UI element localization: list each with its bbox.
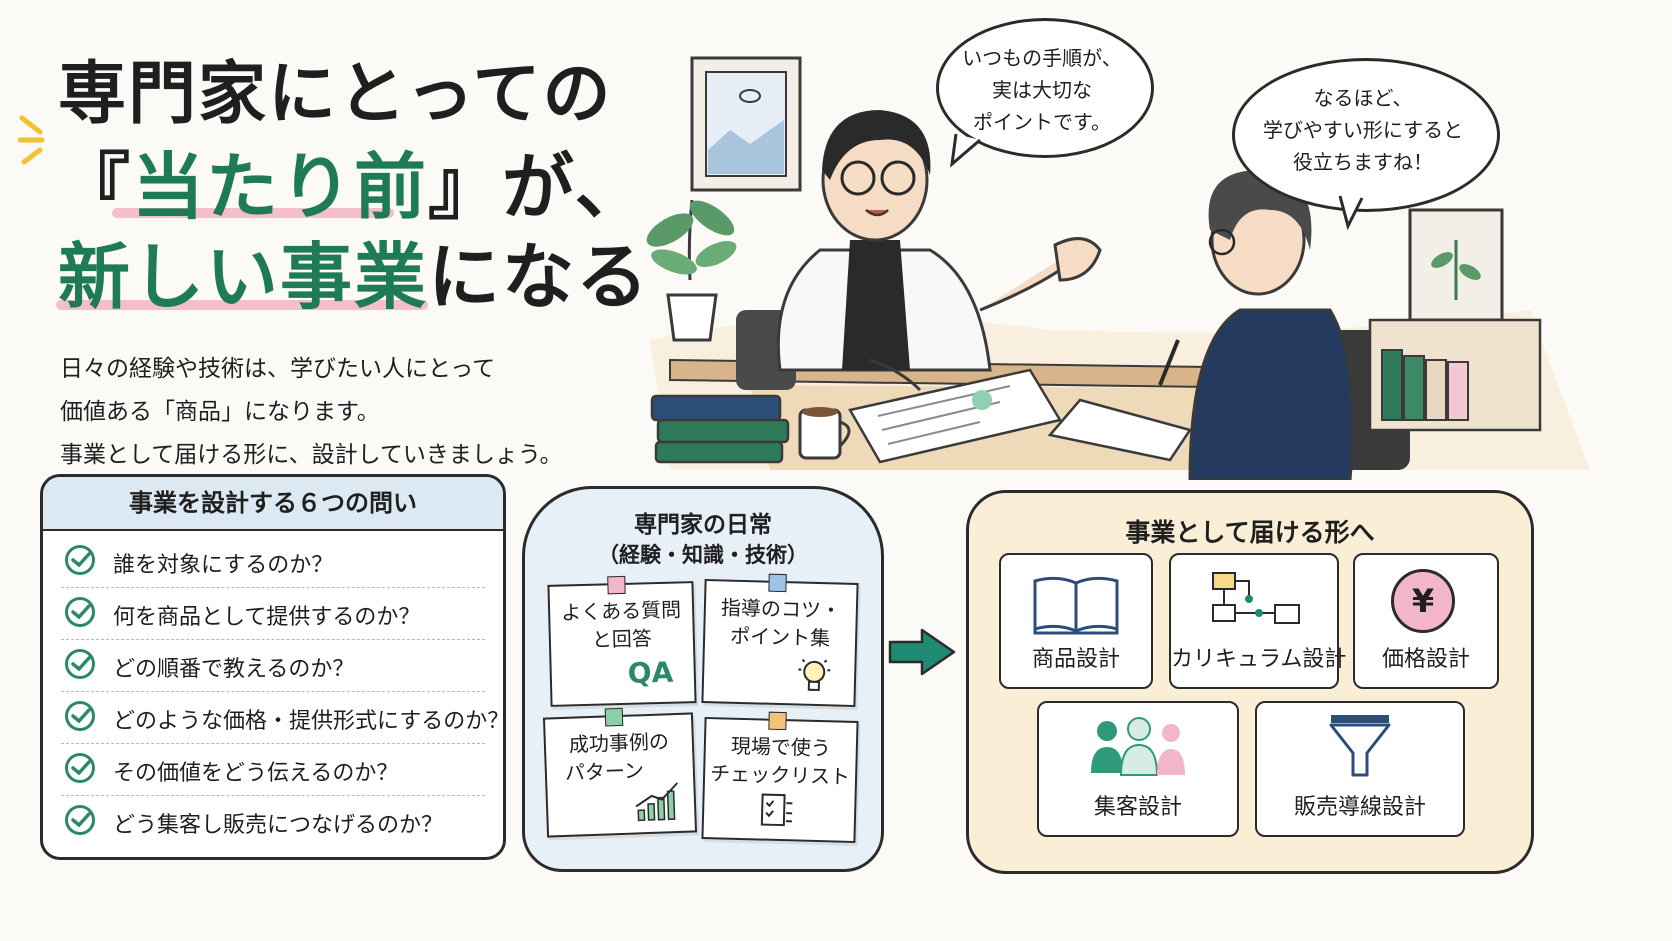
book-stack — [650, 394, 790, 464]
card-label: 販売導線設計 — [1293, 795, 1426, 820]
note-checklist: 現場で使う チェックリスト — [701, 711, 859, 843]
question-text: どの順番で教えるのか？ — [113, 657, 355, 682]
emphasis-spark-icon — [18, 115, 45, 165]
check-circle-icon — [65, 805, 95, 835]
check-circle-icon — [65, 649, 95, 679]
card-acquisition-design: 集客設計 — [1037, 701, 1239, 837]
note-tips: 指導のコツ・ ポイント集 — [701, 573, 859, 707]
card-product-design: 商品設計 — [999, 553, 1153, 689]
headline-line-3: 新しい事業になる — [58, 218, 650, 323]
speech-line: 実は大切な — [992, 78, 1092, 102]
card-label: 商品設計 — [1031, 647, 1120, 672]
question-item: どう集客し販売につなげるのか？ — [61, 795, 485, 847]
question-item: 何を商品として提供するのか？ — [61, 587, 485, 640]
card-label: 集客設計 — [1093, 795, 1182, 820]
yen-icon: ¥ — [1391, 569, 1455, 633]
consultation-illustration — [646, 56, 1590, 480]
question-item: どの順番で教えるのか？ — [61, 639, 485, 692]
note-success-patterns: 成功事例の パターン — [542, 707, 698, 838]
headline-emphasis-1: 当たり前 — [132, 145, 429, 229]
card-sales-funnel-design: 販売導線設計 — [1255, 701, 1465, 837]
note-text: ポイント集 — [729, 623, 831, 651]
speech-line: ポイントです。 — [973, 110, 1111, 134]
question-item: 誰を対象にするのか？ — [61, 535, 485, 588]
highlight-underline — [112, 208, 394, 218]
headline-line-2-rest: 』が、 — [428, 145, 649, 229]
speech-line: 役立ちますね！ — [1293, 150, 1433, 174]
everyday-title: 専門家の日常 — [634, 512, 772, 538]
checklist-icon — [760, 793, 793, 827]
note-faq: よくある質問 と回答 QA — [547, 575, 697, 707]
check-circle-icon — [65, 701, 95, 731]
headline-emphasis-2: 新しい事業 — [58, 235, 429, 319]
speech-line: なるほど、 — [1313, 86, 1413, 110]
check-circle-icon — [65, 545, 95, 575]
check-circle-icon — [65, 597, 95, 627]
questions-title: 事業を設計する６つの問い — [43, 477, 503, 531]
pin-icon — [604, 707, 624, 727]
check-circle-icon — [65, 753, 95, 783]
qa-icon: QA — [627, 655, 674, 690]
lead-line: 価値ある「商品」になります。 — [60, 399, 380, 425]
note-text: よくある質問 — [560, 597, 682, 625]
headline-line-3-rest: になる — [428, 235, 651, 319]
client-speech-bubble — [1232, 58, 1500, 212]
pin-icon — [768, 573, 787, 593]
card-label: カリキュラム設計 — [1171, 647, 1347, 672]
lead-line: 事業として届ける形に、設計していきましょう。 — [60, 442, 563, 468]
lead-line: 日々の経験や技術は、学びたい人にとって — [60, 356, 496, 382]
question-item: どのような価格・提供形式にするのか？ — [61, 691, 509, 744]
pin-icon — [768, 711, 787, 731]
client-speech-text: なるほど、 学びやすい形にすると 役立ちますね！ — [1232, 82, 1494, 178]
coffee-mug — [798, 407, 851, 460]
card-pricing-design: ¥ 価格設計 — [1353, 553, 1499, 689]
lightbulb-icon — [798, 658, 831, 692]
business-forms-panel: 事業として届ける形へ 商品設計 カリキュラム設計 ¥ 価格設計 — [966, 490, 1534, 874]
bubble-tail — [950, 133, 981, 168]
card-label: 価格設計 — [1381, 647, 1470, 672]
arrow-right-icon — [888, 628, 956, 676]
everyday-subtitle: （経験・知識・技術） — [598, 543, 808, 567]
bubble-tail — [1338, 195, 1364, 231]
funnel-icon — [1329, 715, 1391, 777]
card-curriculum-design: カリキュラム設計 — [1169, 553, 1347, 689]
questions-panel: 事業を設計する６つの問い 誰を対象にするのか？ 何を商品として提供するのか？ ど… — [40, 474, 509, 860]
flow-diagram-icon — [1212, 572, 1300, 624]
speech-line: 学びやすい形にすると — [1262, 118, 1464, 142]
question-text: どのような価格・提供形式にするのか？ — [113, 709, 510, 734]
note-text: 指導のコツ・ — [720, 595, 842, 623]
expert-everyday-panel: 専門家の日常 （経験・知識・技術） よくある質問 と回答 QA 指導のコツ・ ポ… — [522, 486, 884, 872]
side-shelf — [1368, 208, 1542, 432]
note-text: と回答 — [591, 626, 653, 652]
lead-text: 日々の経験や技術は、学びたい人にとって 価値ある「商品」になります。 事業として… — [60, 348, 563, 477]
headline-line-2: 『当たり前』が、 — [58, 128, 649, 233]
business-title: 事業として届ける形へ — [1125, 518, 1375, 547]
expert-person — [776, 110, 1102, 392]
highlight-underline — [56, 300, 428, 310]
question-text: 誰を対象にするのか？ — [113, 553, 334, 578]
headline-bracket-open: 『 — [58, 145, 133, 229]
book-icon — [1033, 576, 1119, 635]
question-text: 何を商品として提供するのか？ — [113, 605, 421, 630]
speech-line: いつもの手順が、 — [962, 46, 1122, 70]
headline-line-1: 専門家にとっての — [58, 55, 613, 134]
question-text: その価値をどう伝えるのか？ — [113, 761, 399, 786]
question-item: その価値をどう伝えるのか？ — [61, 743, 485, 796]
question-text: どう集客し販売につなげるのか？ — [113, 813, 444, 838]
wall-picture-frame — [690, 56, 802, 192]
note-text: 現場で使う — [730, 733, 832, 761]
note-text: チェックリスト — [709, 761, 851, 789]
growth-chart-icon — [635, 782, 679, 822]
potted-plant — [646, 199, 737, 342]
expert-speech-text: いつもの手順が、 実は大切な ポイントです。 — [936, 42, 1148, 138]
people-icon — [1091, 717, 1185, 776]
pin-icon — [607, 575, 626, 595]
expert-speech-bubble — [936, 18, 1154, 158]
